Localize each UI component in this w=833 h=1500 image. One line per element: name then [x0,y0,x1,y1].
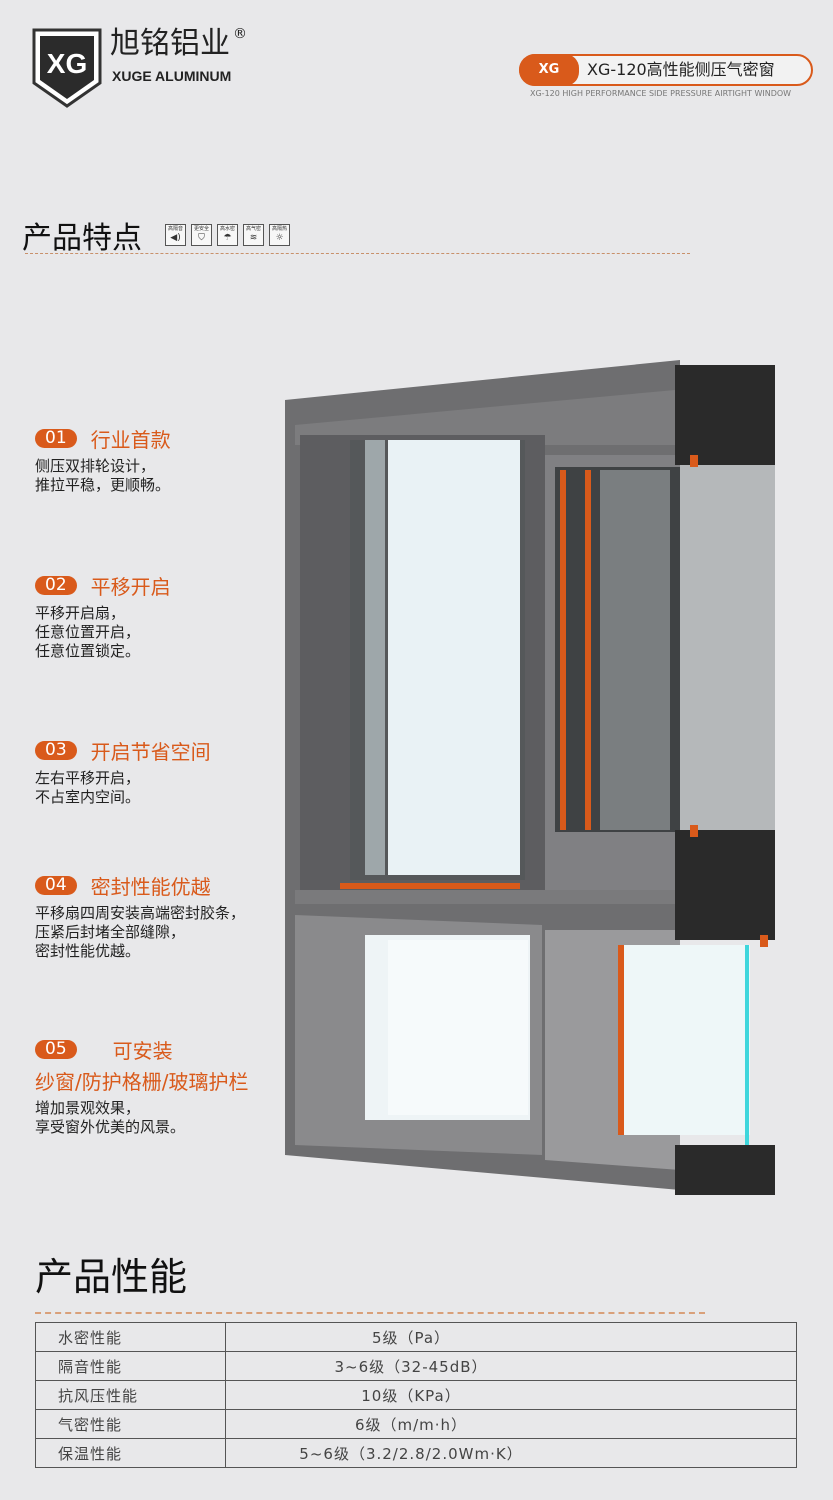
row-label: 气密性能 [35,1409,226,1439]
row-label: 抗风压性能 [35,1380,226,1410]
product-subtitle: XG-120 HIGH PERFORMANCE SIDE PRESSURE AI… [530,89,792,98]
row-label: 保温性能 [35,1438,226,1468]
badge-logo: XG [519,54,579,86]
wind-icon: 高气密≋ [243,224,264,246]
brand-name-cn: 旭铭铝业 [110,26,230,61]
divider [25,253,690,254]
row-value: 10级（KPa） [225,1380,797,1410]
row-value: 5级（Pa） [225,1322,797,1352]
window-illustration [285,360,775,1195]
product-badge: XG XG-120高性能侧压气密窗 [519,54,813,86]
rain-icon: 高水密☂ [217,224,238,246]
performance-title: 产品性能 [35,1255,188,1299]
shield-icon: 更安全⛉ [191,224,212,246]
row-label: 水密性能 [35,1322,226,1352]
svg-text:XG: XG [47,48,87,79]
row-value: 5~6级（3.2/2.8/2.0Wm·K） [225,1438,797,1468]
brand-name-en: XUGE ALUMINUM [112,68,232,84]
divider [35,1312,705,1314]
row-value: 6级（m/m·h） [225,1409,797,1439]
sun-icon: 高隔热☼ [269,224,290,246]
feature-icons: 高隔音◀) 更安全⛉ 高水密☂ 高气密≋ 高隔热☼ [165,224,290,246]
brand-logo: XG [32,28,102,108]
features-title: 产品特点 [22,221,142,256]
speaker-icon: 高隔音◀) [165,224,186,246]
brand-name-row: 旭铭铝业 ® [110,26,247,62]
product-title: XG-120高性能侧压气密窗 [587,60,775,79]
registered-mark: ® [233,26,247,42]
row-value: 3~6级（32-45dB） [225,1351,797,1381]
row-label: 隔音性能 [35,1351,226,1381]
